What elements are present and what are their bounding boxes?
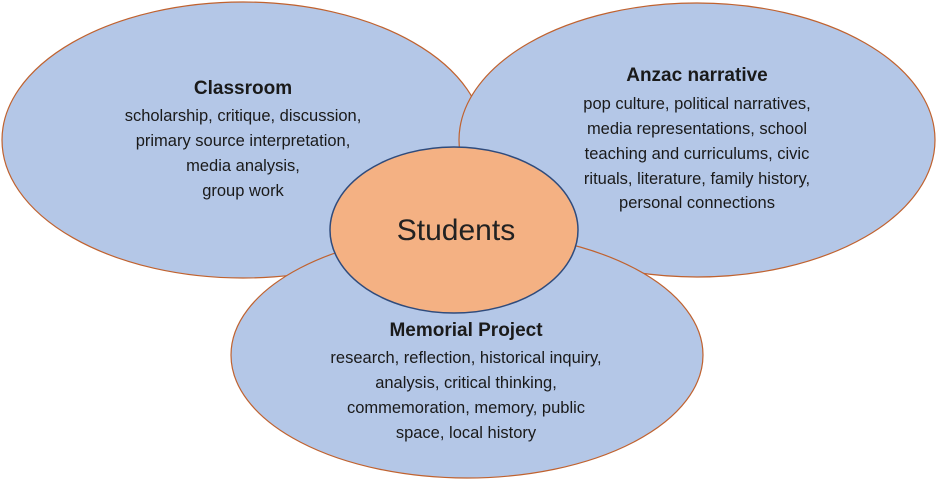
anzac-narrative-line: media representations, school: [587, 120, 807, 138]
memorial-project-line: analysis, critical thinking,: [375, 374, 557, 392]
anzac-narrative-line: teaching and curriculums, civic: [585, 145, 810, 163]
anzac-narrative-line: personal connections: [619, 194, 775, 212]
anzac-narrative-line: pop culture, political narratives,: [583, 95, 810, 113]
students-label: Students: [397, 214, 515, 247]
classroom-line: media analysis,: [186, 157, 300, 175]
memorial-project-line: space, local history: [396, 424, 537, 442]
classroom-line: primary source interpretation,: [136, 132, 351, 150]
memorial-project-title: Memorial Project: [389, 320, 543, 341]
memorial-project-line: research, reflection, historical inquiry…: [330, 349, 601, 367]
memorial-project-line: commemoration, memory, public: [347, 399, 585, 417]
classroom-line: scholarship, critique, discussion,: [125, 107, 362, 125]
students-circle: [329, 146, 579, 314]
classroom-line: group work: [202, 182, 284, 200]
anzac-narrative-line: rituals, literature, family history,: [584, 170, 810, 188]
anzac-narrative-circle: [458, 2, 936, 278]
anzac-narrative-title: Anzac narrative: [626, 65, 768, 86]
classroom-title: Classroom: [194, 78, 292, 99]
